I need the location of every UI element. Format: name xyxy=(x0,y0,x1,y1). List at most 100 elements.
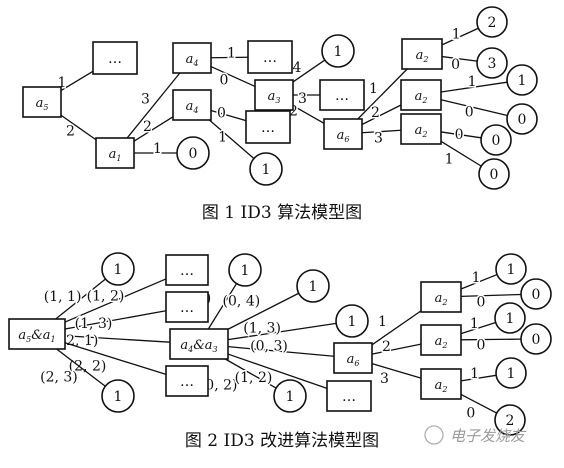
node-label: a3 xyxy=(268,89,281,105)
node-label: 1 xyxy=(506,311,515,327)
node-label: a2 xyxy=(435,334,448,350)
edge-label: 1 xyxy=(369,81,378,97)
watermark-text: 电子发烧友 xyxy=(450,427,527,445)
node-label: 1 xyxy=(241,263,250,279)
edge-label: (2, 1) xyxy=(61,333,99,349)
edge-line xyxy=(224,358,277,389)
edge-label: (1, 3) xyxy=(75,316,113,332)
node-label: a4 xyxy=(186,52,199,68)
node-label: 1 xyxy=(309,279,318,295)
node-label: a2 xyxy=(435,378,448,394)
edge-line xyxy=(440,99,508,117)
edge-label: 2 xyxy=(371,105,380,121)
leaf-node-circle: 1 xyxy=(273,379,307,413)
tree-node-box: a2 xyxy=(420,324,462,356)
edge-line xyxy=(210,109,247,122)
edge-label: 0 xyxy=(465,105,474,121)
edge-label: 1 xyxy=(452,27,461,43)
watermark: 电子发烧友 xyxy=(424,425,527,445)
tree-node-box: … xyxy=(165,365,209,397)
edge-label: 0 xyxy=(455,127,464,143)
node-label: 0 xyxy=(490,167,499,183)
edge-label: (2, 3) xyxy=(40,370,78,386)
node-label: a6 xyxy=(337,128,350,144)
leaf-node-circle: 1 xyxy=(494,302,526,334)
tree-node-box: … xyxy=(165,254,209,286)
edge-label: 3 xyxy=(374,131,383,147)
node-label: … xyxy=(342,389,356,405)
edge-label: 0 xyxy=(477,294,486,310)
node-label: a2 xyxy=(415,89,428,105)
edge-label: (1, 1) xyxy=(44,289,82,305)
edge-line xyxy=(371,362,422,379)
leaf-node-circle: 1 xyxy=(228,253,262,287)
edge-line xyxy=(227,353,328,389)
edge-line xyxy=(440,81,508,93)
edge-line xyxy=(460,338,522,341)
leaf-node-circle: 1 xyxy=(495,357,527,389)
node-label: 1 xyxy=(507,262,516,278)
edge-line xyxy=(371,343,422,355)
edge-label: (1, 3) xyxy=(243,321,281,337)
node-label: a2 xyxy=(416,48,429,64)
tree-node-box: a6 xyxy=(323,118,363,150)
edge-line xyxy=(208,119,255,160)
edge-label: 0 xyxy=(220,73,229,89)
node-label: … xyxy=(180,300,194,316)
edge-line xyxy=(357,68,408,120)
tree-node-box: a4&a3 xyxy=(169,328,229,360)
node-label: 0 xyxy=(492,133,501,149)
edge-label: 0 xyxy=(477,337,486,353)
tree-node-box: … xyxy=(247,40,293,74)
edge-line xyxy=(60,114,97,141)
edge-label: 1 xyxy=(227,46,236,62)
leaf-node-circle: 1 xyxy=(506,64,538,96)
tree-node-box: … xyxy=(92,41,138,75)
node-label: 1 xyxy=(518,73,527,89)
node-label: … xyxy=(261,120,275,136)
tree-node-box: a4 xyxy=(172,89,212,121)
edge-label: 1 xyxy=(468,74,477,90)
leaf-node-circle: 1 xyxy=(296,269,330,303)
tree-node-box: a2 xyxy=(420,368,462,400)
leaf-node-circle: 0 xyxy=(478,158,510,190)
tree-node-box: … xyxy=(319,79,365,111)
edge-line xyxy=(371,310,422,346)
node-label: a6 xyxy=(347,352,360,368)
edge-line xyxy=(292,105,325,124)
edge-line xyxy=(64,342,167,376)
edge-label: 0 xyxy=(451,57,460,73)
edge-label: 1 xyxy=(472,270,481,286)
node-label: a2 xyxy=(415,123,428,139)
edge-label: 1 xyxy=(445,152,454,168)
edge-line xyxy=(460,374,497,382)
edge-line xyxy=(441,55,478,62)
edge-label: 1 xyxy=(378,314,387,330)
edge-line xyxy=(64,310,167,330)
leaf-node-circle: 1 xyxy=(101,379,135,413)
edge-label: 3 xyxy=(141,92,150,108)
edge-label: 1 xyxy=(218,129,227,145)
node-label: a5&a1 xyxy=(18,328,55,344)
figure1-caption: 图 1 ID3 算法模型图 xyxy=(202,203,362,223)
node-label: 1 xyxy=(286,389,295,405)
leaf-node-circle: 0 xyxy=(520,323,552,355)
node-label: 1 xyxy=(114,262,123,278)
edge-line xyxy=(441,27,479,46)
node-label: 0 xyxy=(532,332,541,348)
node-label: … xyxy=(335,88,349,104)
node-label: … xyxy=(180,374,194,390)
leaf-node-circle: 2 xyxy=(476,6,508,38)
edge-label: (1, 2) xyxy=(87,289,125,305)
tree-node-box: … xyxy=(165,291,209,323)
edge-label: 1 xyxy=(470,316,479,332)
node-label: 3 xyxy=(488,56,497,72)
watermark-logo-icon xyxy=(424,425,444,445)
edge-line xyxy=(292,59,326,83)
tree-node-box: a2 xyxy=(401,38,443,70)
node-label: 0 xyxy=(189,146,198,162)
node-label: 1 xyxy=(114,389,123,405)
node-label: … xyxy=(108,51,122,67)
